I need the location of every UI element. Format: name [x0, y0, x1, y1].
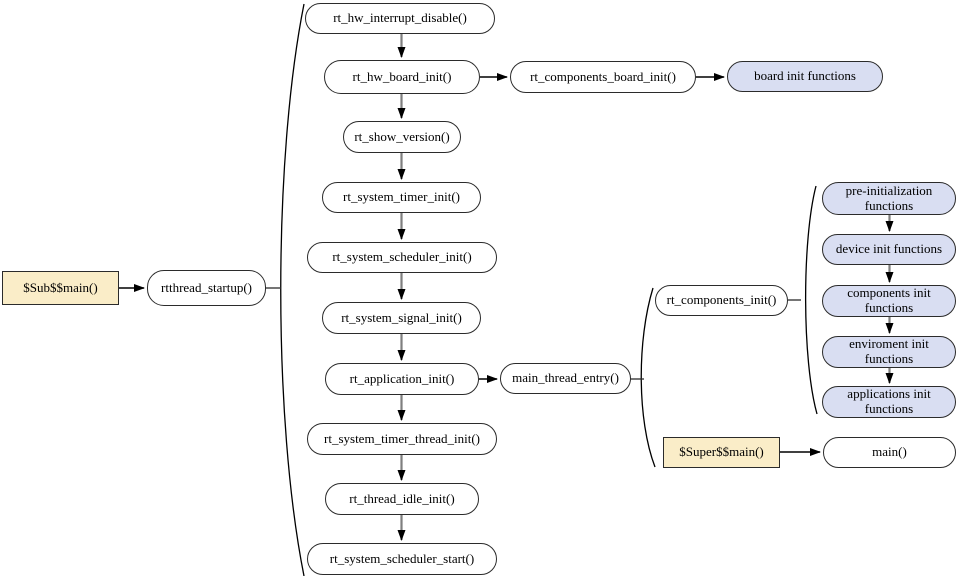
node-applications-init-functions: applications init functions [822, 386, 956, 418]
node-rt-thread-idle-init: rt_thread_idle_init() [325, 483, 479, 515]
node-board-init-functions: board init functions [727, 61, 883, 92]
node-rtthread-startup: rtthread_startup() [147, 270, 266, 306]
node-enviroment-init-functions: enviroment init functions [822, 336, 956, 368]
node-rt-show-version: rt_show_version() [343, 121, 461, 153]
node-sub-main: $Sub$$main() [2, 271, 119, 305]
node-device-init-functions: device init functions [822, 234, 956, 265]
node-rt-components-board-init: rt_components_board_init() [510, 61, 696, 93]
brace-rtthread-startup-group [280, 3, 305, 576]
node-rt-application-init: rt_application_init() [325, 363, 479, 395]
node-rt-system-scheduler-start: rt_system_scheduler_start() [307, 543, 497, 575]
node-rt-hw-interrupt-disable: rt_hw_interrupt_disable() [305, 3, 495, 34]
node-rt-system-timer-thread-init: rt_system_timer_thread_init() [307, 423, 497, 455]
node-rt-system-signal-init: rt_system_signal_init() [322, 302, 481, 334]
brace-main-thread-entry-group [640, 287, 656, 468]
node-main-thread-entry: main_thread_entry() [500, 363, 631, 394]
node-components-init-functions: components init functions [822, 285, 956, 317]
node-main: main() [823, 437, 956, 468]
brace-rt-components-init-group [804, 185, 818, 415]
node-rt-components-init: rt_components_init() [655, 285, 788, 316]
node-rt-system-scheduler-init: rt_system_scheduler_init() [307, 242, 497, 273]
node-rt-system-timer-init: rt_system_timer_init() [322, 182, 481, 213]
node-pre-initialization-functions: pre-initialization functions [822, 182, 956, 215]
node-super-main: $Super$$main() [663, 437, 780, 468]
node-rt-hw-board-init: rt_hw_board_init() [324, 60, 480, 94]
